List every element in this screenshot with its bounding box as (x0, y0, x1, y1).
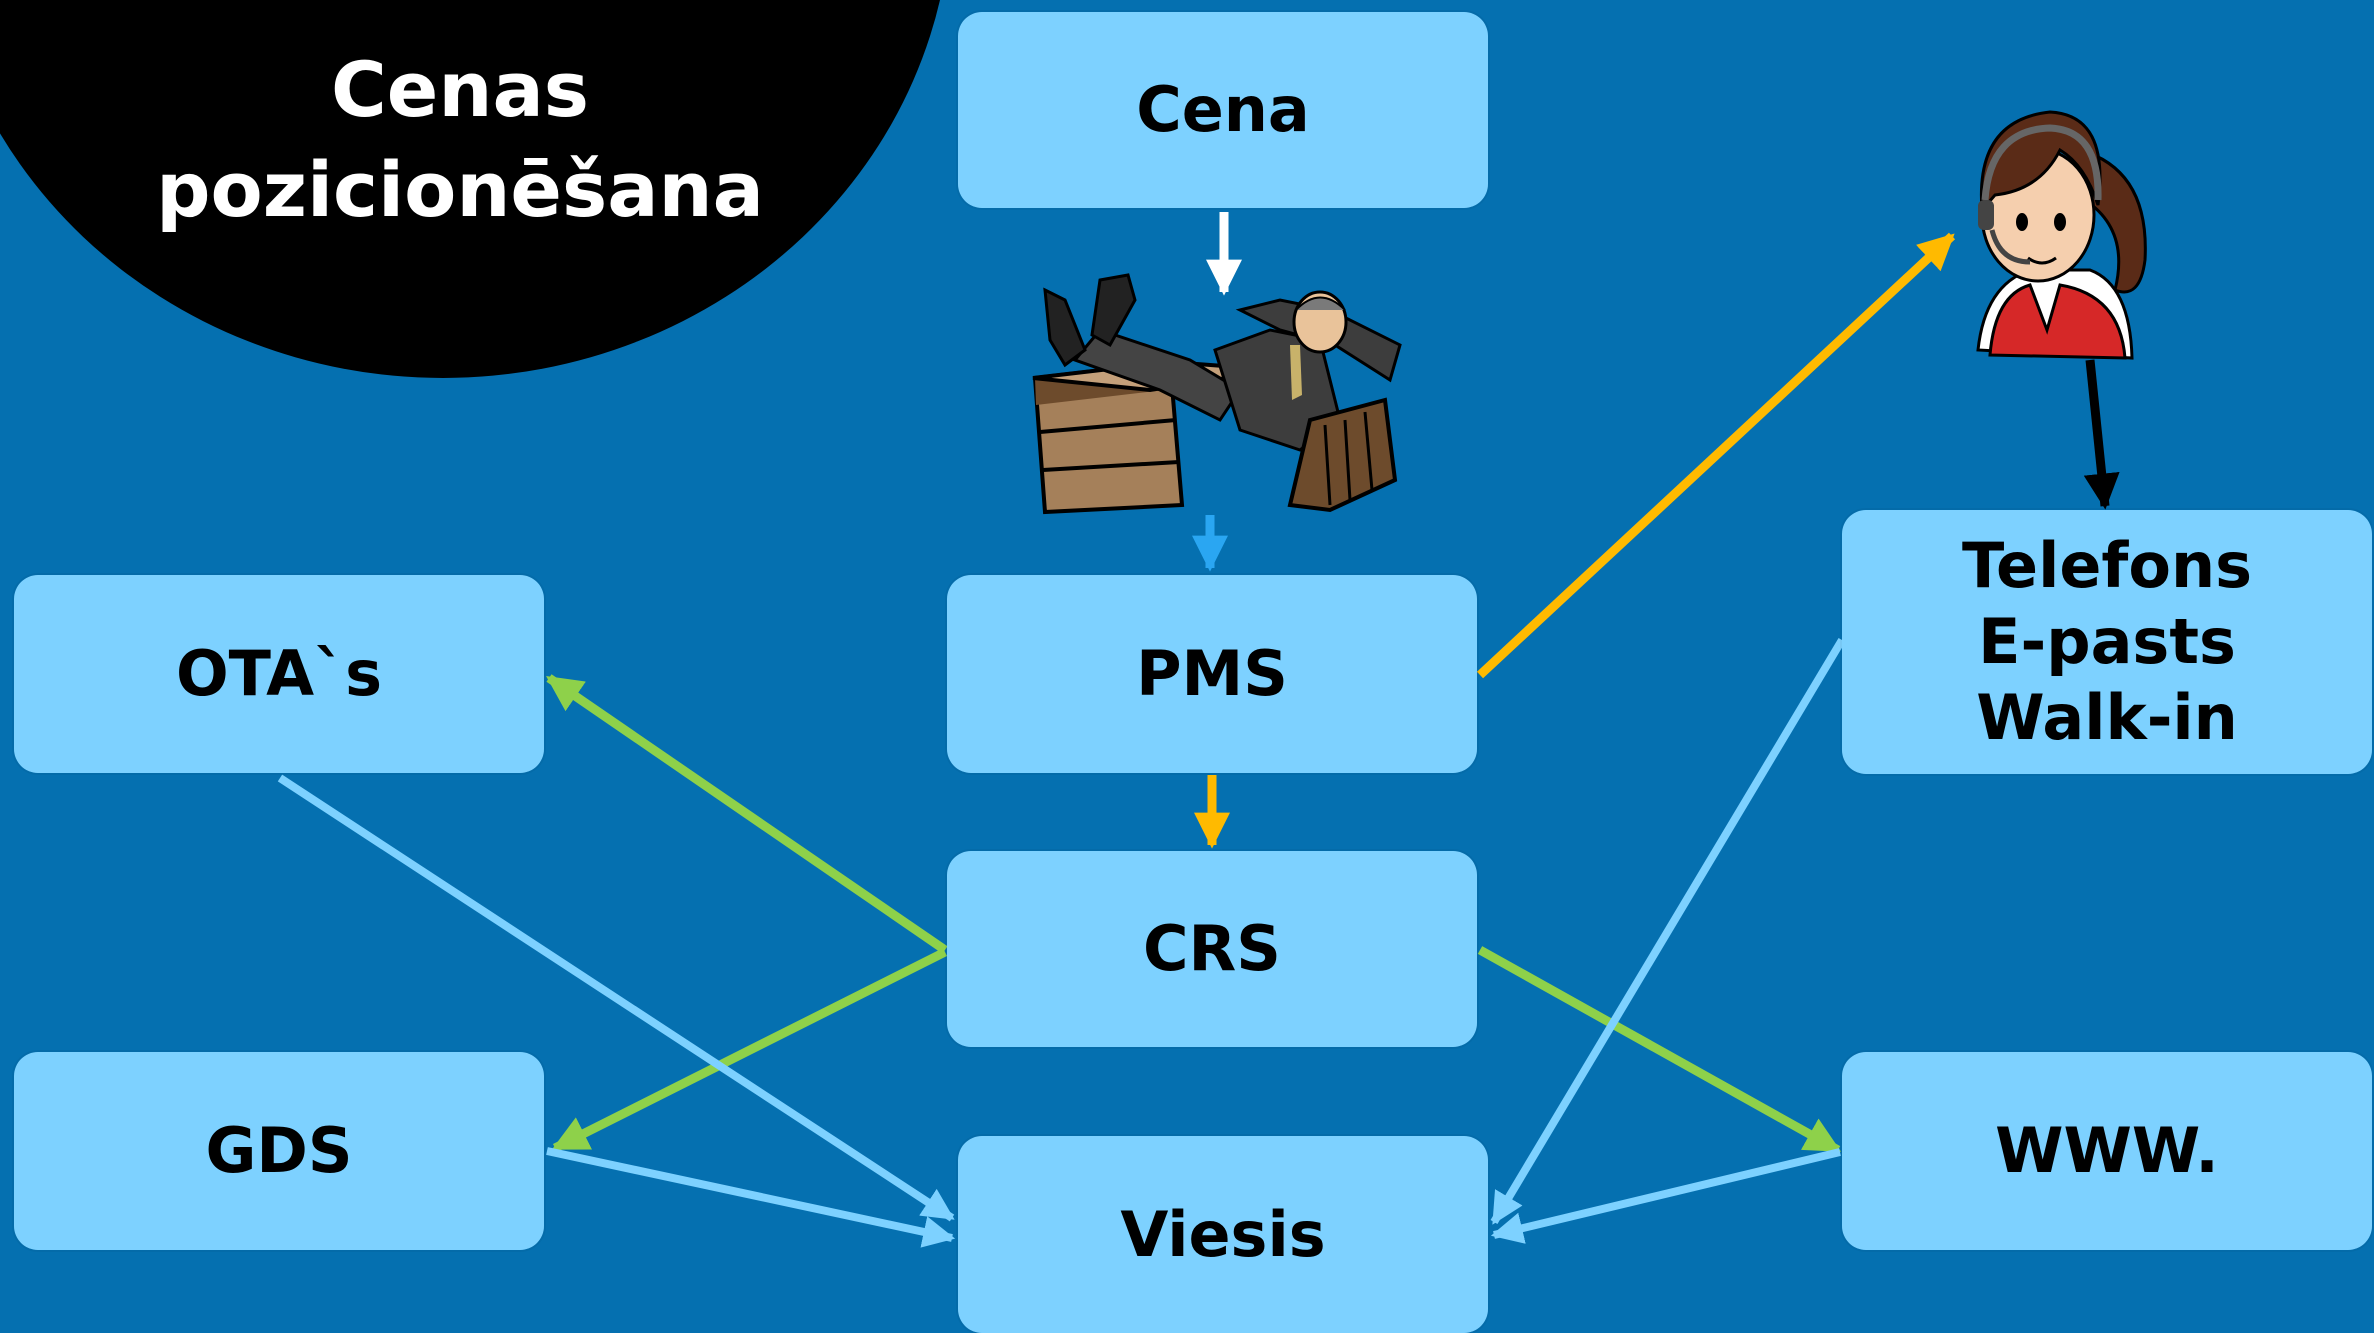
node-pms: PMS (947, 575, 1477, 773)
call-center-operator-icon (1976, 110, 2147, 360)
node-www: WWW. (1842, 1052, 2372, 1250)
page-title: Cenas pozicionēšana (156, 45, 764, 234)
node-cena: Cena (958, 12, 1488, 208)
arrow-crs-to-ota (546, 674, 948, 954)
arrow-pms-to-operator (1476, 232, 1956, 679)
arrow-operator-to-contact (2083, 359, 2120, 510)
arrow-gds-to-viesis (546, 1147, 956, 1248)
node-contact-channels: Telefons E-pasts Walk-in (1842, 510, 2372, 774)
arrow-contact-to-viesis (1490, 637, 1846, 1225)
businessman-at-desk-icon (1032, 273, 1402, 515)
node-ota: OTA`s (14, 575, 544, 773)
arrow-crs-to-www (1477, 946, 1842, 1154)
arrow-ota-to-viesis (277, 774, 955, 1222)
node-viesis: Viesis (958, 1136, 1488, 1333)
node-crs: CRS (947, 851, 1477, 1047)
arrow-crs-to-gds (551, 947, 948, 1153)
arrow-www-to-viesis (1490, 1148, 1841, 1244)
node-gds: GDS (14, 1052, 544, 1250)
